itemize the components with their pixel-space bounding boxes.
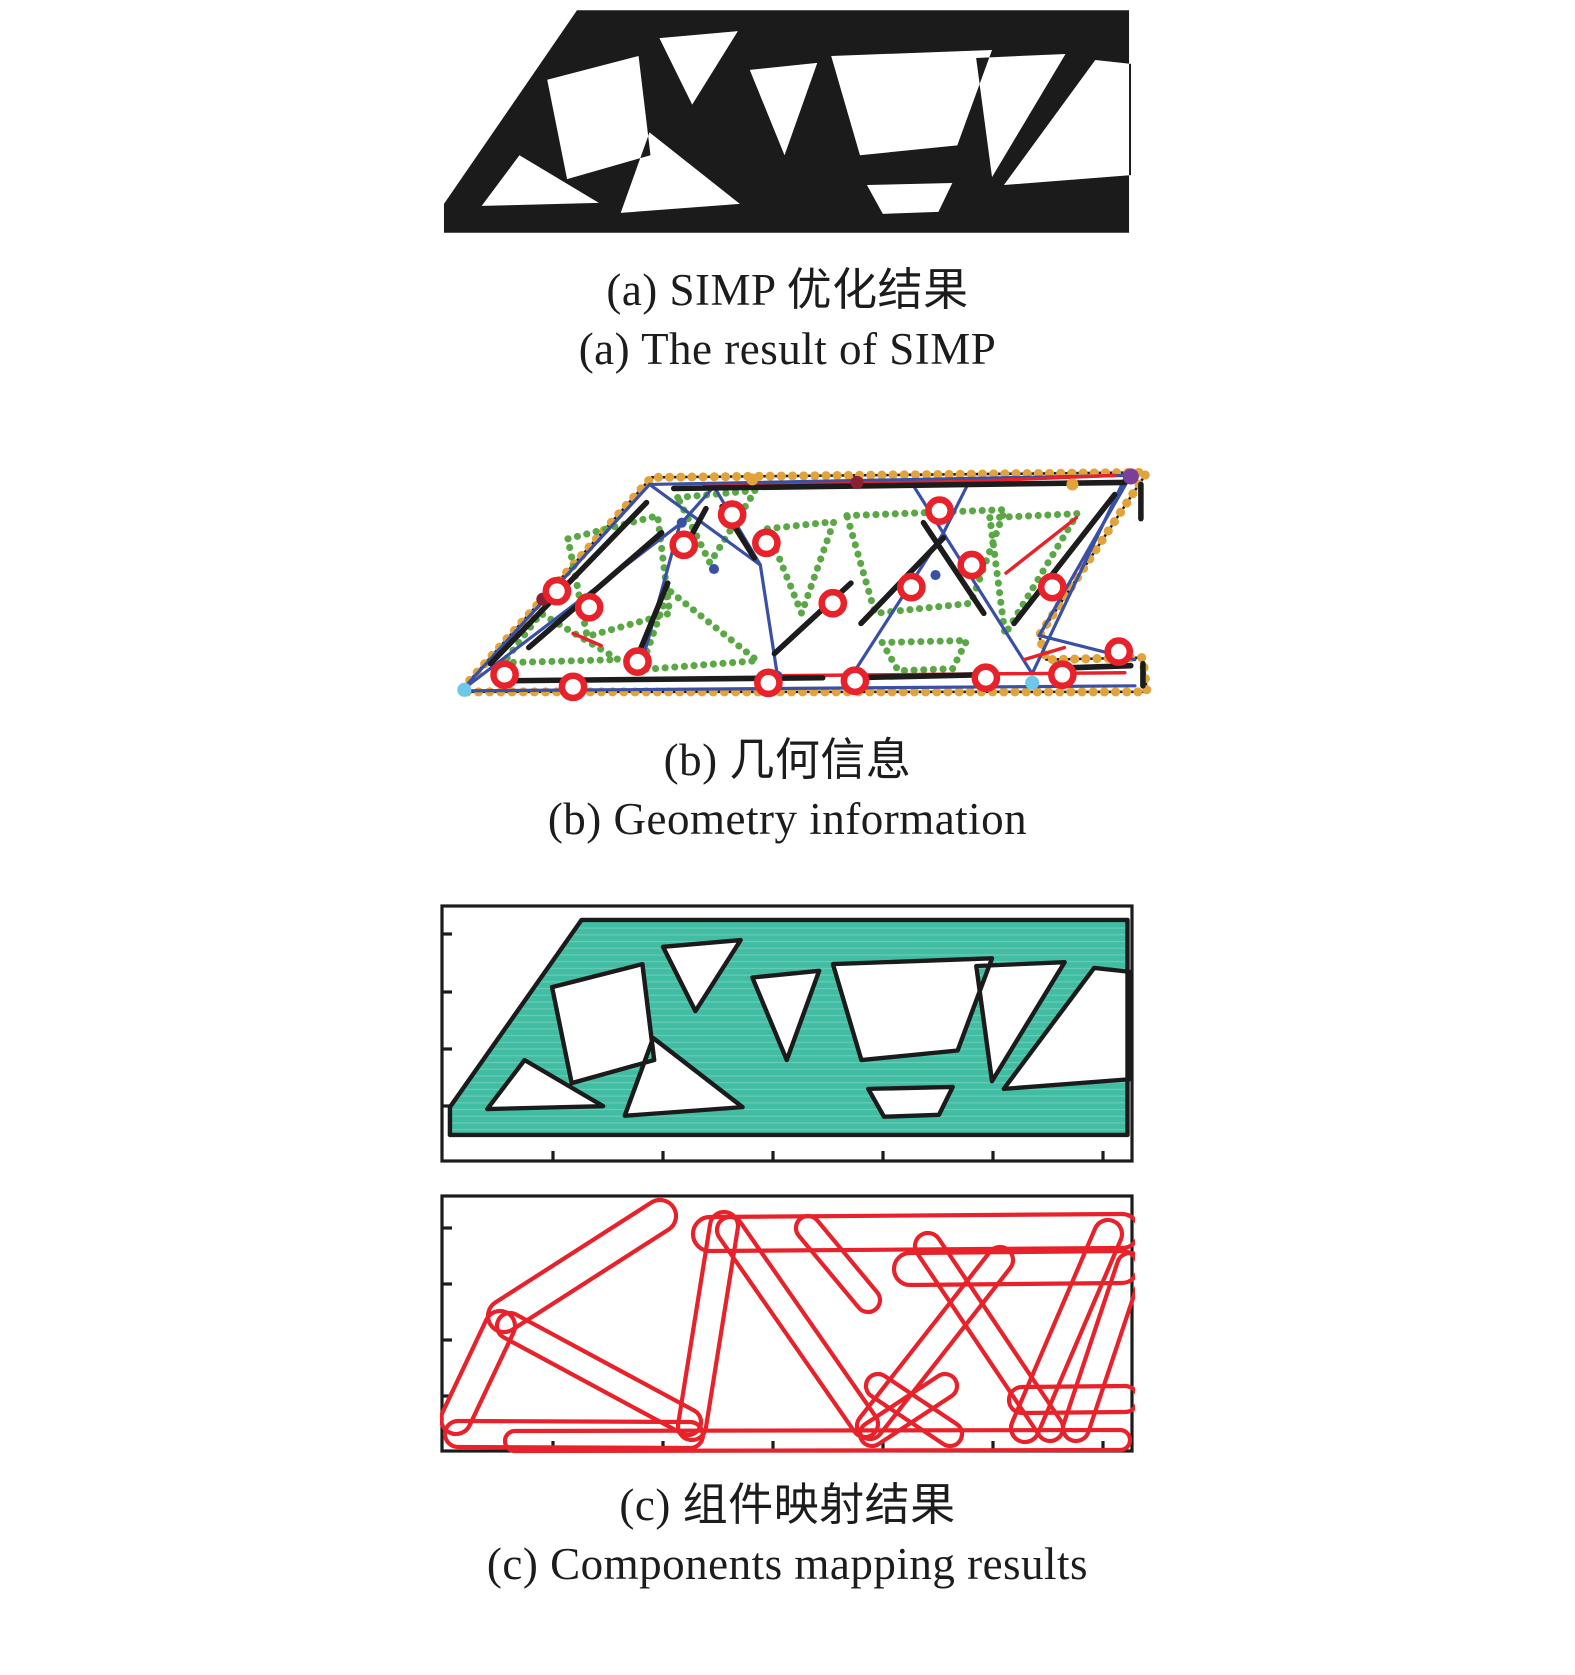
caption-b-en: (b) Geometry information [547,794,1028,845]
figure-c-structure-plot [440,903,1134,1163]
caption-c-en: (c) Components mapping results [486,1538,1089,1589]
caption-c-zh: (c) 组件映射结果 [619,1479,956,1530]
caption-a: (a) SIMP 优化结果 (a) The result of SIMP [579,261,997,380]
figure-b-geometry-information [457,467,1152,701]
caption-a-zh: (a) SIMP 优化结果 [606,265,969,315]
simp-structure-shape [443,10,1132,233]
component-capsules [440,1197,1135,1453]
caption-a-en: (a) The result of SIMP [578,324,997,375]
caption-c: (c) 组件映射结果 (c) Components mapping result… [487,1476,1088,1595]
figure-c-components-plot [440,1193,1135,1453]
figure-a-simp-result [443,10,1132,233]
caption-b-zh: (b) 几何信息 [663,734,912,785]
teal-structure-shape [447,917,1132,1137]
caption-b: (b) 几何信息 (b) Geometry information [548,731,1027,850]
structure-plot-axes [440,903,1134,1163]
